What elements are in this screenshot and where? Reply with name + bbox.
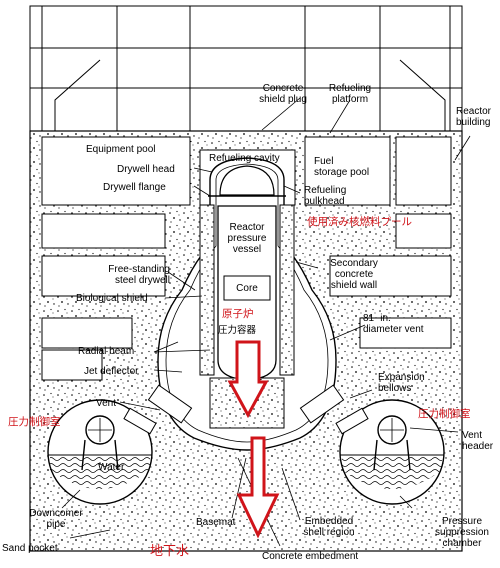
label-refueling-cavity: Refueling cavity — [209, 153, 280, 164]
label-vent-left: Vent — [96, 398, 117, 409]
label-concrete-embedment: Concrete embedment — [262, 551, 359, 562]
label-pressure-suppression-chamber: Pressure suppression chamber — [435, 516, 489, 549]
label-reactor-building: Reactor building — [456, 106, 492, 128]
label-concrete-shield-plug: Concrete shield plug — [259, 83, 307, 105]
label-diameter-vent: 81- in. diameter vent — [363, 313, 424, 335]
suppression-chamber-left — [47, 384, 193, 505]
biological-shield — [199, 204, 295, 376]
label-equipment-pool: Equipment pool — [86, 144, 156, 155]
basemat-fill — [154, 420, 340, 470]
red-arrow-lower — [236, 436, 280, 539]
label-basemat: Basemat — [196, 517, 236, 528]
label-drywell-head: Drywell head — [117, 164, 175, 175]
label-free-standing-drywell: Free-standing steel drywell — [108, 264, 170, 286]
jp-suppression-chamber-right: 圧力制御室 — [418, 408, 471, 420]
superstructure-frame — [29, 5, 463, 132]
label-radial-beam: Radial beam — [78, 346, 135, 357]
label-refueling-platform: Refueling platform — [328, 83, 372, 105]
jp-spent-fuel-pool: 使用済み核燃料プール — [307, 216, 412, 228]
label-biological-shield: Biological shield — [76, 293, 148, 304]
jp-suppression-chamber-left: 圧力制御室 — [8, 416, 61, 428]
label-vent-header: Vent header — [462, 430, 494, 452]
label-fuel-storage-pool: Fuel storage pool — [314, 156, 370, 178]
red-arrow-upper — [227, 340, 269, 419]
label-jet-deflector: Jet deflector — [84, 366, 139, 377]
label-water: Water — [98, 462, 125, 473]
label-embedded-shell-region: Embedded shell region — [303, 516, 355, 538]
label-core: Core — [236, 283, 258, 294]
jp-pressure-vessel: 圧力容器 — [218, 325, 257, 336]
label-refueling-bulkhead: Refueling bulkhead — [304, 185, 347, 207]
reactor-pressure-vessel — [217, 205, 277, 381]
label-downcomer-pipe: Downcomer pipe — [29, 508, 83, 530]
label-reactor-pressure-vessel: Reactor pressure vessel — [227, 222, 267, 255]
label-expansion-bellows: Expansion bellows — [378, 372, 425, 394]
jp-groundwater: 地下水 — [150, 544, 190, 559]
label-drywell-flange: Drywell flange — [103, 182, 166, 193]
label-sand-pocket: Sand pocket — [2, 543, 58, 554]
jp-reactor: 原子炉 — [222, 308, 254, 320]
suppression-chamber-right — [299, 384, 445, 505]
label-secondary-shield-wall: Secondary concrete shield wall — [330, 258, 378, 291]
